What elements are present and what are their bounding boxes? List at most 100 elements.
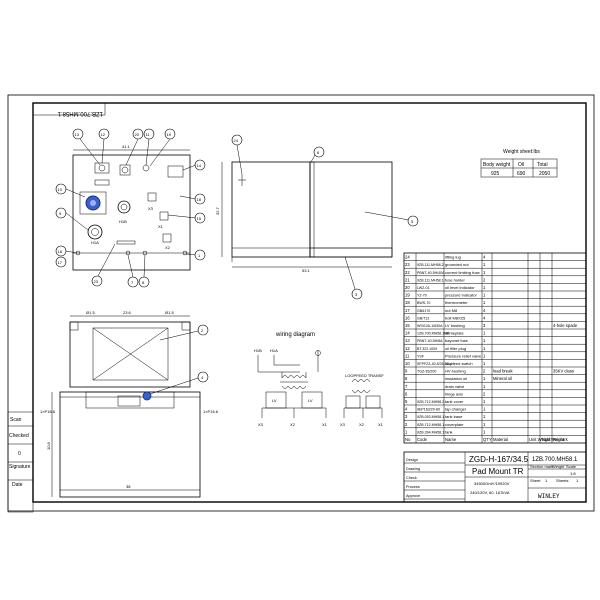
sign-row-label: Design [406,458,418,462]
title-stage-label: Section mark [530,464,553,469]
title-sheets-value: 1 [576,478,579,483]
parts-cell: 1 [483,338,486,343]
wiring-diagram: wiring diagram H1B H1A LV LV X3 X2 X1 LO… [254,332,384,427]
parts-cell: 4-hole spade [553,323,578,328]
callout-9: 9 [59,211,62,216]
parts-cell: 8 [405,376,408,381]
parts-cell: LV bushing [445,323,465,328]
callout-7: 7 [131,280,134,285]
sidebar-signature: Signature [9,464,31,470]
parts-cell: 4 [483,315,486,320]
parts-cell: SFPFZ3-40.5/25-30-4 [417,362,452,366]
sign-row-label: Approve [406,494,420,498]
parts-cell: 2 [483,277,486,282]
weight-header-oil: Oil [518,162,524,168]
parts-cell: GB6170 [417,309,430,313]
parts-cell: Pressure relief valve [445,353,482,358]
weight-value-oil: 690 [517,171,526,177]
parts-cell: 2 [483,391,486,396]
wiring-title: wiring diagram [275,332,315,338]
wiring-x2: X2 [290,422,296,427]
parts-cell: 1 [483,331,486,336]
nameplate-front [167,165,184,178]
parts-cell: tank [445,429,453,434]
parts-cell: 13 [405,338,410,343]
sign-row-label: Drawing [406,467,420,471]
parts-cell: YZ-70 [417,294,427,298]
parts-cell: 1 [483,353,486,358]
title-block: ZGD-H-167/34.5 1ZB.700.MH58.1 Pad Mount … [403,451,587,503]
parts-cell: 15 [405,323,410,328]
parts-cell: thermometer [445,300,468,305]
plan-offset-right: Ø1.5 [165,310,174,315]
title-weight-label: Weight [552,464,565,469]
rotated-drawing-number: 1ZB.700.MH58.1 [57,110,103,116]
parts-cell: TGZ-35/200 [417,370,436,374]
title-doc-code: ZGD-H-167/34.5 [469,455,529,464]
parts-cell: 24 [405,255,410,260]
title-sheet-label: Sheet [530,478,541,483]
parts-cell: BT.322.1009 [417,347,437,351]
wiring-x1: X1 [322,422,328,427]
parts-header-cell: Code [417,437,428,442]
parts-cell: 9ZB.111.MH58.1 [417,278,444,282]
parts-cell: insulation oil [445,376,467,381]
parts-cell: 1 [483,300,486,305]
parts-cell: WSG2A-1/630A [417,324,443,328]
parts-header-cell: Remark [553,437,569,442]
sidebar-zero: 0 [18,451,21,457]
callout-5: 5 [411,219,414,224]
title-sheet-value: 1 [545,478,548,483]
pad-note-left: 1×P16.6 [40,409,56,414]
title-sheets-label: Sheets [556,478,568,483]
callout-11: 11 [146,132,151,137]
callout-6: 6 [317,150,320,155]
side-height-dim: 32.7 [215,206,220,215]
weight-sheet: Weight sheet:lbs Body weight Oil Total 9… [480,149,558,178]
parts-table-frame [403,252,587,444]
parts-cell: 21 [405,277,410,282]
parts-cell: 1 [483,384,486,389]
parts-cell: 9ZB.111.MH58.2 [417,263,444,267]
parts-cell: hinge axis [445,391,463,396]
side-view-callouts: 24 6 5 3 [231,134,419,300]
parts-cell: PBNT-40.5H/8A [417,339,443,343]
parts-header-cell: QTY [483,437,492,442]
plan-outline [69,321,191,388]
parts-cell: 7 [405,384,408,389]
parts-cell: 9 [405,369,408,374]
parts-cell: bolt M8X25 [445,315,466,320]
callout-17: 17 [58,260,63,265]
callout-2: 2 [201,328,204,333]
parts-cell: 20 [405,285,410,290]
parts-cell: 9EP163/20-60 [417,408,440,412]
bottom-height-dim: 10.8 [46,441,51,450]
wiring-rx2: X2 [359,422,365,427]
wiring-rx3: X3 [340,422,346,427]
parts-cell: 9ZB.394.MH58.1 [417,430,444,434]
title-company: WINLEY [538,493,560,500]
plan-width-dim: 23.6 [123,310,132,315]
parts-cell: current limiting fuse [445,270,480,275]
parts-cell: grounded nut [445,262,469,267]
plan-view: 23.6 Ø1.5 Ø1.5 38 10.8 1×P16.6 1×P16.6 [40,310,219,498]
parts-cell: drain valve [445,384,465,389]
parts-cell: 1 [483,361,486,366]
parts-cell: pressure indicator [445,293,477,298]
parts-cell: YSF [417,354,425,358]
weight-value-total: 2050 [539,171,550,177]
callout-20: 20 [135,132,140,137]
bottom-dim: 38 [126,484,131,489]
parts-cell: 1 [483,346,486,351]
parts-cell: 22 [405,270,410,275]
side-depth-dim: 53.1 [302,268,311,273]
parts-cell: 1 [483,262,486,267]
pad-note-right: 1×P16.6 [203,409,219,414]
weight-header-body: Body weight [483,162,511,168]
plan-offset-left: Ø1.5 [86,310,95,315]
parts-header-cell: Total Weight [541,437,565,442]
sign-row-label: Process [406,485,420,489]
parts-cell: loopfeed switch [445,361,473,366]
parts-cell: fuse holder [445,277,465,282]
callout-14: 14 [197,163,202,168]
